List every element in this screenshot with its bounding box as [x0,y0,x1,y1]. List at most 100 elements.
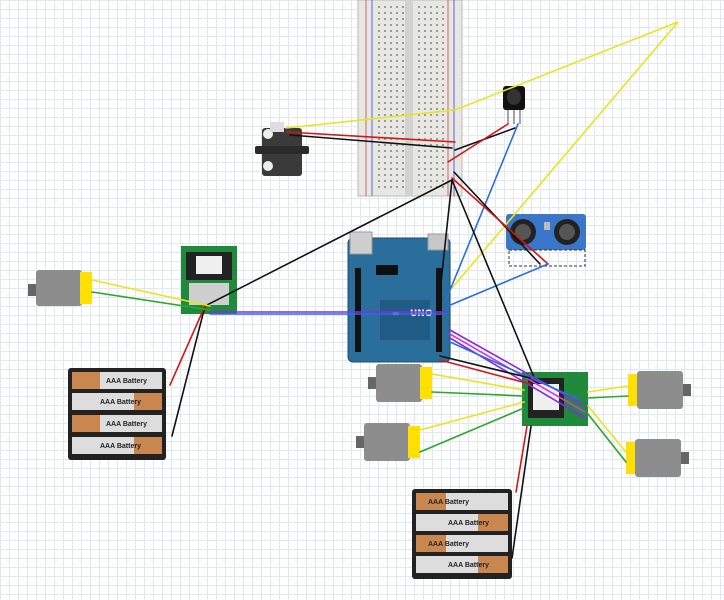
breadboard-hole [384,126,386,128]
ir-receiver[interactable] [503,86,525,124]
breadboard-hole [418,54,420,56]
wire-yellow [431,373,525,391]
breadboard-hole [378,78,380,80]
breadboard-hole [430,144,432,146]
breadboard-hole [384,84,386,86]
wires[interactable] [91,21,679,559]
breadboard-hole [396,108,398,110]
battery-label: AAA Battery [428,499,469,506]
breadboard-hole [418,78,420,80]
breadboard-hole [402,66,404,68]
wire-red [169,305,206,386]
breadboard-hole [442,42,444,44]
breadboard-hole [424,144,426,146]
breadboard-hole [424,138,426,140]
battery-label: AAA Battery [100,443,141,450]
breadboard-hole [384,72,386,74]
breadboard-hole [396,168,398,170]
breadboard-hole [442,24,444,26]
breadboard-hole [418,168,420,170]
breadboard-hole [436,96,438,98]
breadboard-hole [378,156,380,158]
breadboard-hole [418,60,420,62]
breadboard-hole [442,120,444,122]
breadboard-hole [396,66,398,68]
breadboard-hole [442,90,444,92]
breadboard-hole [424,36,426,38]
breadboard-hole [402,12,404,14]
motor-driver-left[interactable] [181,246,237,314]
breadboard-hole [430,18,432,20]
breadboard-hole [378,126,380,128]
dc-motor-left[interactable] [28,270,92,306]
wire-yellow [587,405,627,453]
breadboard-hole [378,48,380,50]
breadboard-hole [430,108,432,110]
breadboard-hole [390,66,392,68]
breadboard-hole [436,156,438,158]
breadboard-hole [390,36,392,38]
breadboard-hole [442,54,444,56]
breadboard-hole [418,126,420,128]
breadboard-hole [418,84,420,86]
breadboard-hole [424,30,426,32]
breadboard-hole [378,174,380,176]
breadboard-hole [402,42,404,44]
breadboard-hole [402,18,404,20]
wire-black [451,179,537,383]
breadboard-hole [378,132,380,134]
battery-label: AAA Battery [428,541,469,548]
battery-pack-bottom[interactable]: AAA Battery AAA Battery AAA Battery AAA … [412,489,512,579]
breadboard[interactable] [357,0,463,197]
breadboard-hole [442,78,444,80]
breadboard-hole [442,150,444,152]
breadboard-hole [430,102,432,104]
breadboard-hole [396,186,398,188]
breadboard-hole [390,132,392,134]
breadboard-hole [436,102,438,104]
breadboard-hole [418,120,420,122]
breadboard-hole [378,30,380,32]
breadboard-hole [430,36,432,38]
breadboard-hole [402,72,404,74]
breadboard-hole [442,18,444,20]
breadboard-hole [442,180,444,182]
breadboard-hole [418,138,420,140]
dc-motor-center-top[interactable] [368,364,432,402]
dc-motor-right-bottom[interactable] [626,439,689,477]
battery-pack-left[interactable]: AAA Battery AAA Battery AAA Battery AAA … [68,368,166,460]
breadboard-hole [436,150,438,152]
breadboard-hole [402,54,404,56]
breadboard-hole [430,42,432,44]
breadboard-hole [436,168,438,170]
breadboard-hole [436,6,438,8]
breadboard-hole [418,18,420,20]
breadboard-hole [424,150,426,152]
breadboard-hole [418,132,420,134]
breadboard-hole [390,126,392,128]
servo-motor[interactable] [255,122,309,176]
breadboard-hole [378,144,380,146]
breadboard-hole [384,102,386,104]
breadboard-hole [402,144,404,146]
breadboard-hole [418,12,420,14]
breadboard-hole [436,24,438,26]
breadboard-hole [384,96,386,98]
breadboard-hole [430,174,432,176]
breadboard-hole [418,72,420,74]
breadboard-hole [436,180,438,182]
breadboard-hole [430,72,432,74]
breadboard-hole [424,90,426,92]
breadboard-hole [378,138,380,140]
wire-green [431,391,525,397]
ultrasonic-sensor[interactable] [506,214,586,267]
breadboard-hole [436,48,438,50]
breadboard-hole [418,24,420,26]
dc-motor-right-top[interactable] [628,371,691,409]
breadboard-hole [442,138,444,140]
breadboard-hole [430,48,432,50]
arduino-uno[interactable]: ∞ UNO [347,231,451,363]
breadboard-hole [424,66,426,68]
dc-motor-center-bottom[interactable] [356,423,420,461]
